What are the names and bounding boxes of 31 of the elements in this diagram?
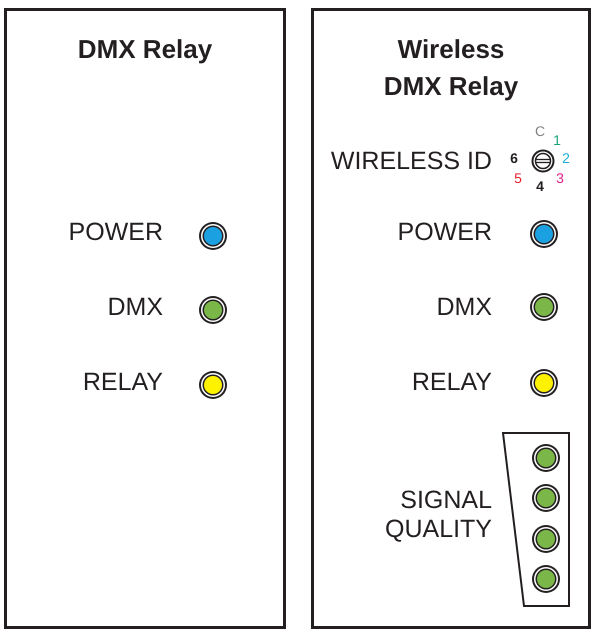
device-panel [4, 8, 286, 629]
panel-title: Wireless DMX Relay [382, 33, 520, 103]
switch-position-number: C [534, 122, 546, 140]
switch-position-number: 6 [510, 150, 518, 166]
switch-position-number: 2 [562, 150, 570, 166]
panel-title: DMX Relay [76, 33, 214, 66]
led-indicator [531, 564, 561, 594]
led-indicator [529, 219, 559, 249]
indicator-label: DMX [436, 292, 492, 322]
indicator-label: POWER [398, 218, 492, 246]
rotary-switch-icon [531, 149, 555, 173]
led-indicator [531, 443, 561, 473]
indicator-label: SIGNAL QUALITY [384, 486, 492, 544]
led-indicator [531, 483, 561, 513]
switch-position-number: 1 [553, 132, 561, 148]
led-indicator [531, 524, 561, 554]
switch-position-number: 5 [514, 170, 522, 186]
indicator-label: POWER [68, 218, 163, 246]
led-indicator [198, 221, 228, 251]
switch-position-number: 3 [556, 170, 564, 186]
indicator-label: RELAY [412, 368, 492, 396]
signal-bracket [501, 431, 571, 608]
led-indicator [529, 368, 559, 398]
device-panel [311, 8, 591, 629]
led-indicator [198, 295, 228, 325]
indicator-label: WIRELESS ID [330, 146, 492, 176]
led-indicator [529, 292, 559, 322]
led-indicator [198, 370, 228, 400]
indicator-label: RELAY [82, 368, 163, 396]
switch-position-number: 4 [536, 178, 544, 194]
indicator-label: DMX [107, 292, 163, 322]
